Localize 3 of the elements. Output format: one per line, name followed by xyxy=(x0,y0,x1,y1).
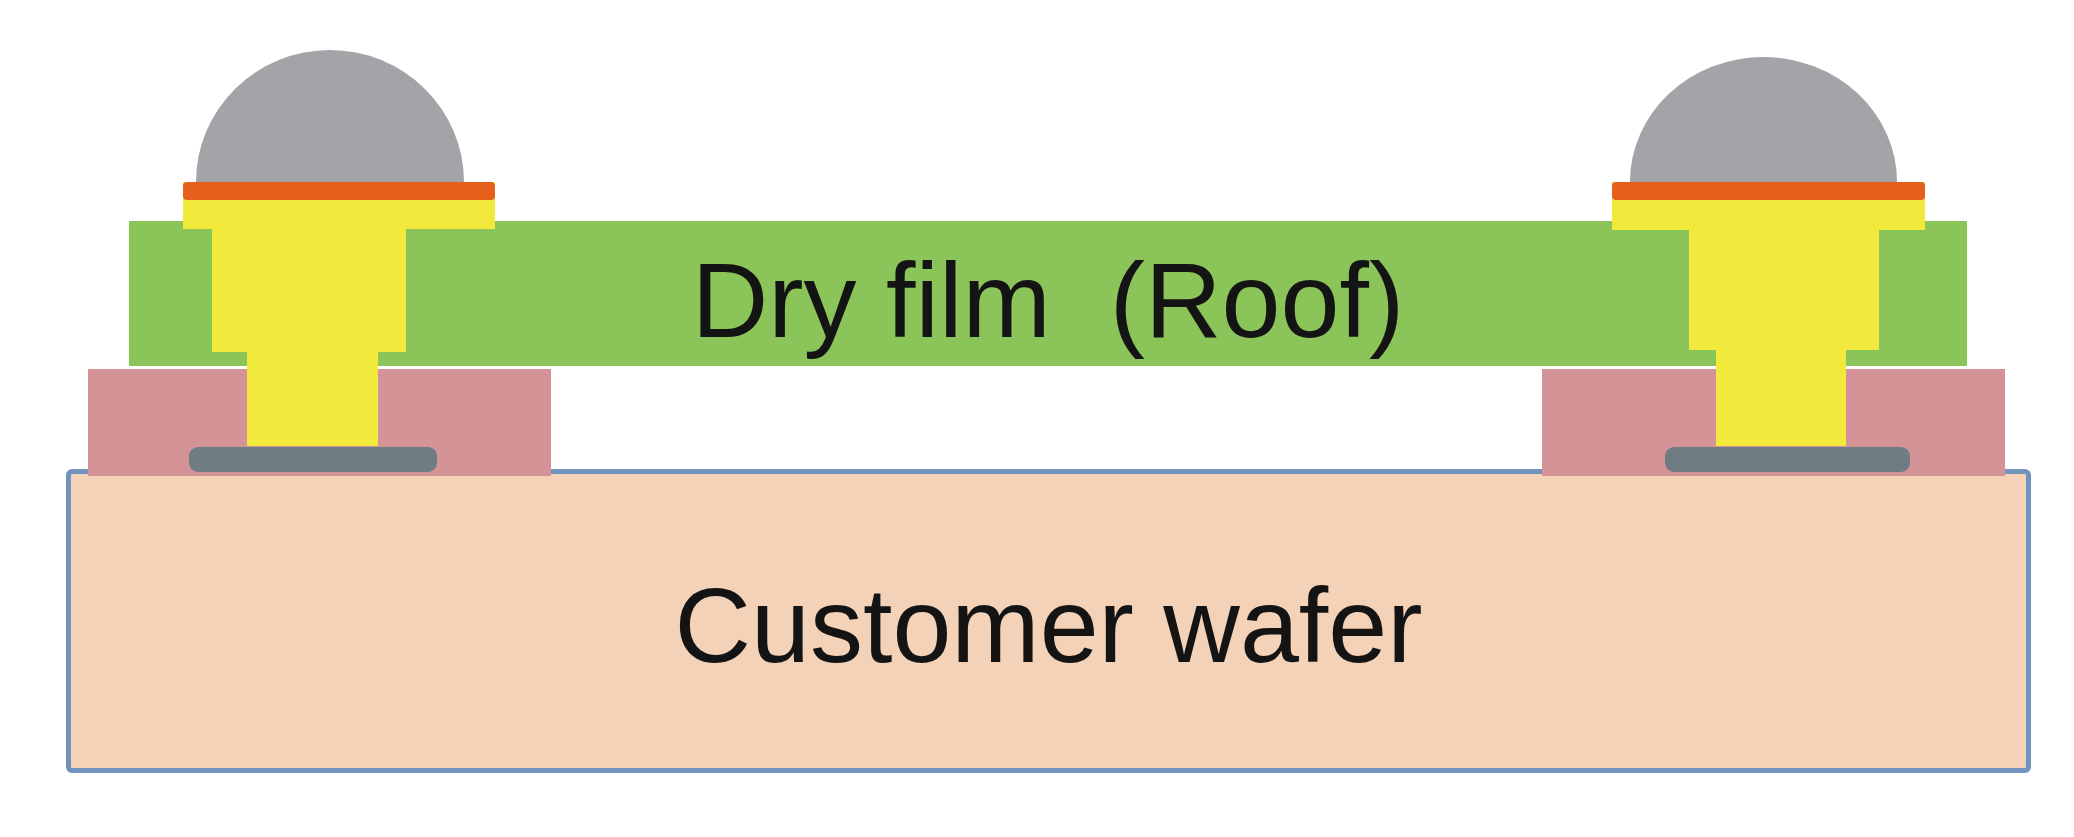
wafer-substrate xyxy=(66,469,2031,773)
wafer-label: Customer wafer xyxy=(674,566,1423,684)
layer-label: Dry film (Roof) xyxy=(691,242,1405,359)
